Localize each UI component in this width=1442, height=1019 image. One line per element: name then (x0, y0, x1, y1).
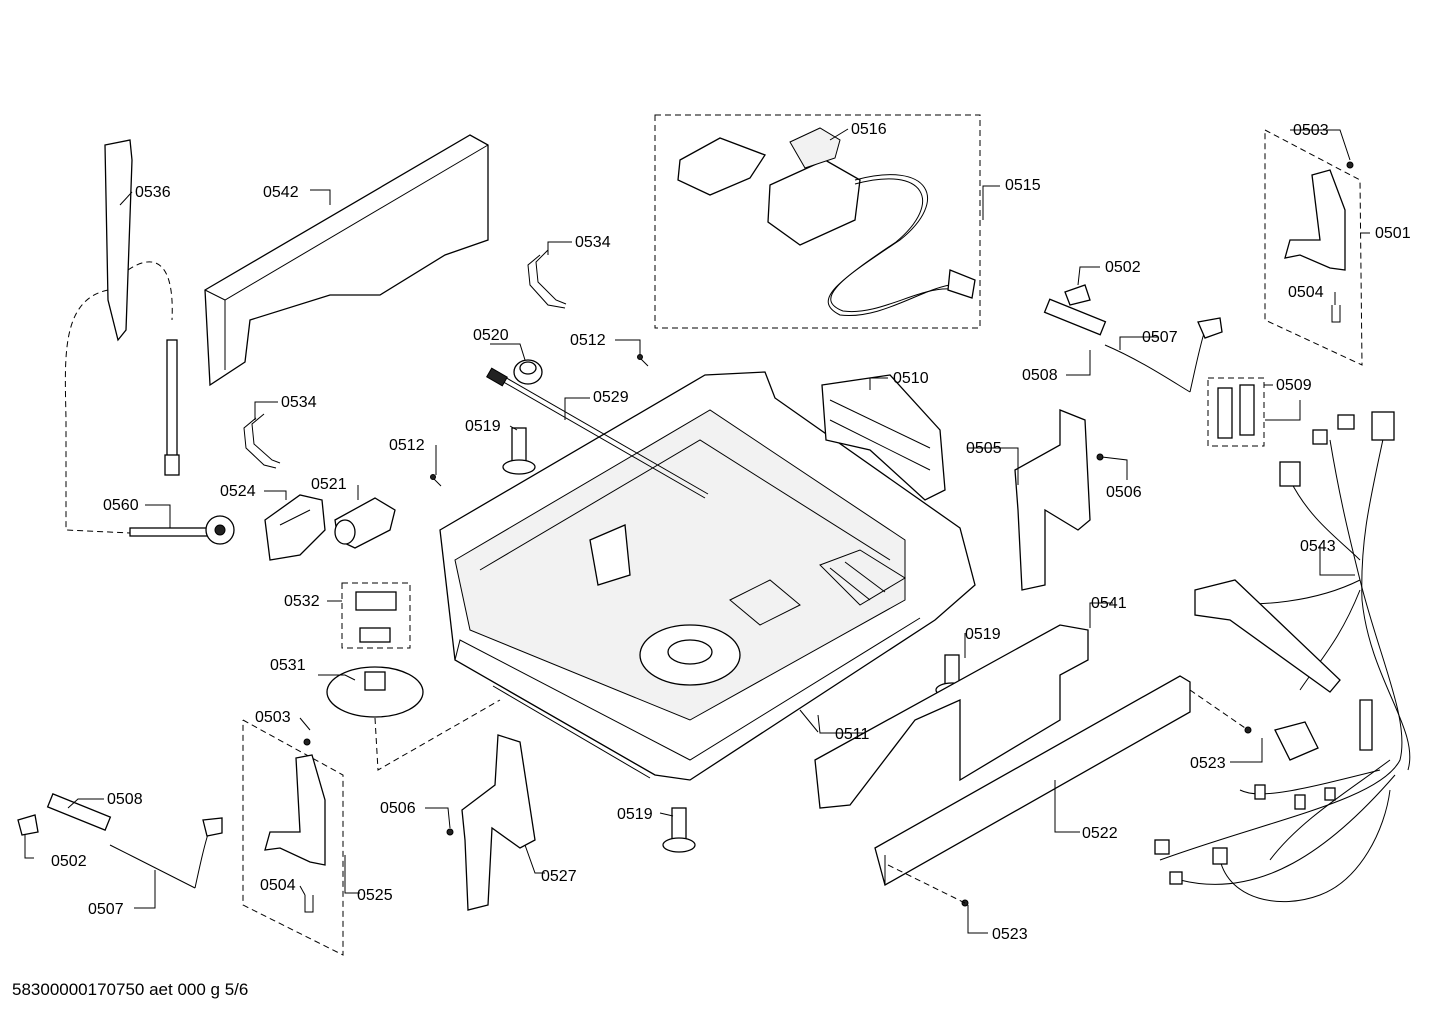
panel-0541-drawing (814, 624, 1089, 809)
bracket-0509-drawing (1207, 377, 1265, 447)
label-0509: 0509 (1276, 377, 1312, 394)
label-0521: 0521 (311, 476, 347, 493)
foot-0519-upper-drawing (502, 427, 536, 475)
label-0505: 0505 (966, 440, 1002, 457)
bracket-0524-drawing (264, 494, 326, 561)
hinge-0525-drawing (242, 719, 344, 956)
label-0501: 0501 (1375, 225, 1411, 242)
label-0519-bottom: 0519 (617, 806, 653, 823)
label-0516: 0516 (851, 121, 887, 138)
label-0512-upper: 0512 (570, 332, 606, 349)
clip-0534-upper-drawing (527, 249, 567, 309)
panel-0522-drawing (874, 675, 1191, 886)
screw-0512-lower-drawing (430, 474, 442, 487)
clip-0534-lower-drawing (243, 413, 281, 469)
label-0536: 0536 (135, 184, 171, 201)
label-0502-lower: 0502 (51, 853, 87, 870)
valve-0521-drawing (334, 497, 396, 549)
label-0508-upper: 0508 (1022, 367, 1058, 384)
label-0503-lower: 0503 (255, 709, 291, 726)
label-0529: 0529 (593, 389, 629, 406)
label-0507-upper: 0507 (1142, 329, 1178, 346)
rod-0560-drawing (129, 515, 235, 545)
part-labels: 0536 0542 0534 0516 0515 0503 0501 0502 … (51, 121, 1411, 943)
label-0519-upper: 0519 (465, 418, 501, 435)
hinge-0501-drawing (1264, 129, 1363, 366)
label-0534-lower: 0534 (281, 394, 317, 411)
label-0520: 0520 (473, 327, 509, 344)
label-0522: 0522 (1082, 825, 1118, 842)
screw-0506-left-drawing (446, 828, 454, 836)
junction-box-0515-drawing (654, 114, 981, 329)
label-0523-bottom: 0523 (992, 926, 1028, 943)
rod-0529-drawing (486, 367, 709, 499)
label-0525: 0525 (357, 887, 393, 904)
label-0527: 0527 (541, 868, 577, 885)
label-0504-upper: 0504 (1288, 284, 1324, 301)
module-0510-drawing (821, 374, 946, 501)
label-0510: 0510 (893, 370, 929, 387)
panel-0542-drawing (204, 134, 489, 387)
harness-0543-drawing (1154, 411, 1411, 902)
screw-0523-right-drawing (1189, 689, 1252, 734)
label-0541: 0541 (1091, 595, 1127, 612)
leader-lines (24, 128, 1370, 934)
label-0543: 0543 (1300, 538, 1336, 555)
label-0532: 0532 (284, 593, 320, 610)
label-0515: 0515 (1005, 177, 1041, 194)
bracket-0505-drawing (1014, 409, 1091, 591)
label-0503-upper: 0503 (1293, 122, 1329, 139)
label-0560: 0560 (103, 497, 139, 514)
rail-0536-drawing (64, 139, 180, 534)
label-0531: 0531 (270, 657, 306, 674)
label-0508-lower: 0508 (107, 791, 143, 808)
label-0542: 0542 (263, 184, 299, 201)
spring-0508-lower-drawing (17, 793, 223, 889)
label-0507-lower: 0507 (88, 901, 124, 918)
label-0511: 0511 (835, 726, 870, 743)
label-0502-upper: 0502 (1105, 259, 1141, 276)
label-0523-right: 0523 (1190, 755, 1226, 772)
label-0504-lower: 0504 (260, 877, 296, 894)
label-0519-right: 0519 (965, 626, 1001, 643)
plate-0531-drawing (326, 666, 501, 771)
document-code-footer: 58300000170750 aet 000 g 5/6 (12, 980, 249, 999)
label-0524: 0524 (220, 483, 256, 500)
knob-0520-drawing (513, 359, 543, 385)
label-0512-lower: 0512 (389, 437, 425, 454)
screw-0512-upper-drawing (637, 354, 649, 367)
bracket-0527-drawing (461, 734, 536, 911)
base-tub-drawing (439, 371, 976, 781)
sensor-0532-drawing (341, 582, 411, 649)
foot-0519-bottom-drawing (662, 807, 696, 853)
label-0534-upper: 0534 (575, 234, 611, 251)
spring-0508-upper-drawing (1043, 284, 1223, 393)
label-0506-lower: 0506 (380, 800, 416, 817)
label-0506-upper: 0506 (1106, 484, 1142, 501)
screw-0523-bottom-drawing (887, 864, 969, 907)
